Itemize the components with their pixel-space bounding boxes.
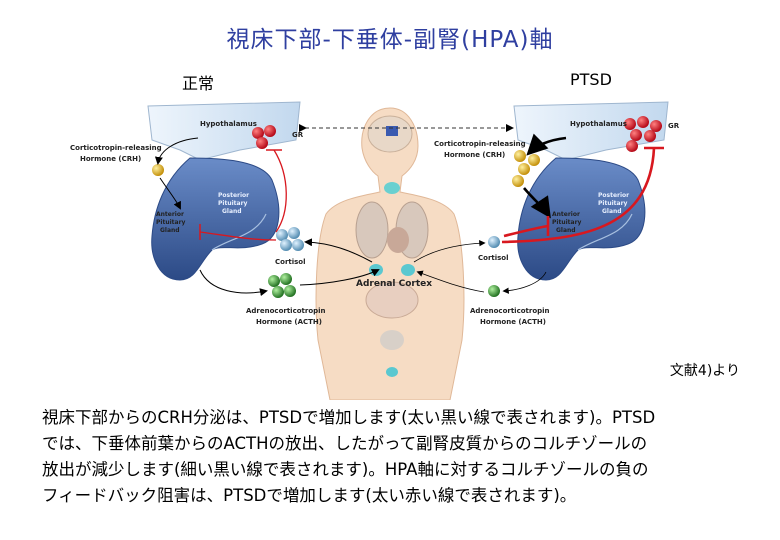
normal-acth-label-2: Hormone (ACTH)	[256, 318, 322, 326]
citation: 文献4)より	[669, 363, 740, 379]
ptsd-posterior-label-1: Posterior	[598, 192, 629, 199]
ptsd-posterior-label-2: Pituitary	[598, 200, 628, 207]
ptsd-crh-label-1: Corticotropin-releasing	[434, 140, 526, 148]
normal-heading: 正常	[182, 74, 215, 93]
human-body-figure	[315, 107, 465, 400]
normal-cortisol-label: Cortisol	[275, 258, 306, 266]
ptsd-heading: PTSD	[570, 70, 612, 89]
normal-hypothalamus-label: Hypothalamus	[200, 120, 257, 128]
ptsd-anterior-label-3: Gland	[556, 227, 576, 234]
normal-posterior-label-1: Posterior	[218, 192, 249, 199]
normal-crh-label-2: Hormone (CRH)	[80, 155, 141, 163]
hpa-axis-diagram: Adrenal Cortex Hypothalamus G	[70, 101, 680, 400]
ptsd-anterior-label-1: Anterior	[552, 211, 580, 218]
ptsd-acth-label-1: Adrenocorticotropin	[470, 307, 550, 315]
caption: 視床下部からのCRH分泌は、PTSDで増加します(太い黒い線で表されます)。PT…	[42, 405, 742, 509]
caption-line: フィードバック阻害は、PTSDで増加します(太い赤い線で表されます)。	[42, 486, 577, 505]
ptsd-cortisol-label: Cortisol	[478, 254, 509, 262]
ptsd-hypothalamus-label: Hypothalamus	[570, 120, 627, 128]
page-title: 視床下部-下垂体-副腎(HPA)軸	[226, 27, 554, 53]
normal-posterior-label-2: Pituitary	[218, 200, 248, 207]
caption-line: では、下垂体前葉からのACTHの放出、したがって副腎皮質からのコルチゾールの	[42, 434, 648, 453]
ptsd-crh-label-2: Hormone (CRH)	[444, 151, 505, 159]
normal-anterior-label-2: Pituitary	[156, 219, 186, 226]
normal-gr-label: GR	[292, 131, 304, 139]
caption-line: 放出が減少します(細い黒い線で表されます)。HPA軸に対するコルチゾールの負の	[42, 460, 649, 479]
ptsd-panel	[413, 101, 669, 297]
normal-panel	[147, 101, 380, 298]
ptsd-posterior-label-3: Gland	[602, 208, 622, 215]
normal-posterior-label-3: Gland	[222, 208, 242, 215]
normal-anterior-label-1: Anterior	[156, 211, 184, 218]
adrenal-cortex-label: Adrenal Cortex	[356, 279, 432, 289]
normal-crh-label-1: Corticotropin-releasing	[70, 144, 162, 152]
ptsd-acth-label-2: Hormone (ACTH)	[480, 318, 546, 326]
ptsd-gr-label: GR	[668, 122, 680, 130]
normal-hypothalamus	[147, 101, 301, 161]
ptsd-hypothalamus	[513, 101, 669, 161]
normal-anterior-label-3: Gland	[160, 227, 180, 234]
caption-line: 視床下部からのCRH分泌は、PTSDで増加します(太い黒い線で表されます)。PT…	[42, 408, 656, 427]
ptsd-anterior-label-2: Pituitary	[552, 219, 582, 226]
normal-acth-label-1: Adrenocorticotropin	[246, 307, 326, 315]
